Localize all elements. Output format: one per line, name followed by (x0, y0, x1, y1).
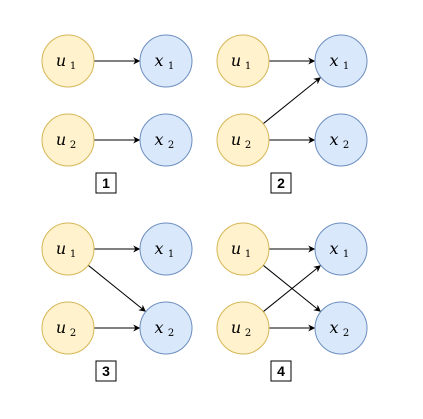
node-subscript: 2 (70, 328, 76, 339)
edge-u1-to-x2 (87, 264, 146, 312)
node-label: u (231, 318, 241, 337)
node-label: x (154, 51, 163, 70)
node-label: u (56, 318, 66, 337)
node-label: u (56, 239, 66, 258)
node-label: x (329, 130, 338, 149)
node-label: x (154, 130, 163, 149)
node-label: u (231, 239, 241, 258)
node-subscript: 2 (168, 328, 174, 339)
node-subscript: 1 (343, 61, 349, 72)
edge-u2-to-x1 (262, 77, 321, 125)
node-subscript: 2 (343, 140, 349, 151)
node-label: u (231, 51, 241, 70)
panel-label-3: 3 (95, 360, 117, 382)
node-subscript: 2 (343, 328, 349, 339)
svg-text:2: 2 (277, 175, 285, 191)
panel-label-1: 1 (95, 172, 117, 194)
svg-text:3: 3 (102, 363, 110, 379)
node-subscript: 1 (70, 61, 76, 72)
node-label: x (329, 51, 338, 70)
node-label: x (329, 239, 338, 258)
node-label: u (231, 130, 241, 149)
node-subscript: 2 (168, 140, 174, 151)
svg-text:1: 1 (102, 175, 110, 191)
node-label: x (329, 318, 338, 337)
node-subscript: 1 (343, 249, 349, 260)
node-label: u (56, 51, 66, 70)
node-label: x (154, 318, 163, 337)
node-label: u (56, 130, 66, 149)
node-subscript: 1 (70, 249, 76, 260)
node-subscript: 1 (168, 249, 174, 260)
svg-text:4: 4 (277, 363, 285, 379)
node-label: x (154, 239, 163, 258)
panel-label-2: 2 (270, 172, 292, 194)
panel-label-4: 4 (270, 360, 292, 382)
node-subscript: 1 (245, 249, 251, 260)
node-subscript: 1 (245, 61, 251, 72)
node-subscript: 2 (245, 140, 251, 151)
edge-u2-to-x1 (262, 265, 321, 313)
node-subscript: 2 (70, 140, 76, 151)
node-subscript: 2 (245, 328, 251, 339)
node-subscript: 1 (168, 61, 174, 72)
